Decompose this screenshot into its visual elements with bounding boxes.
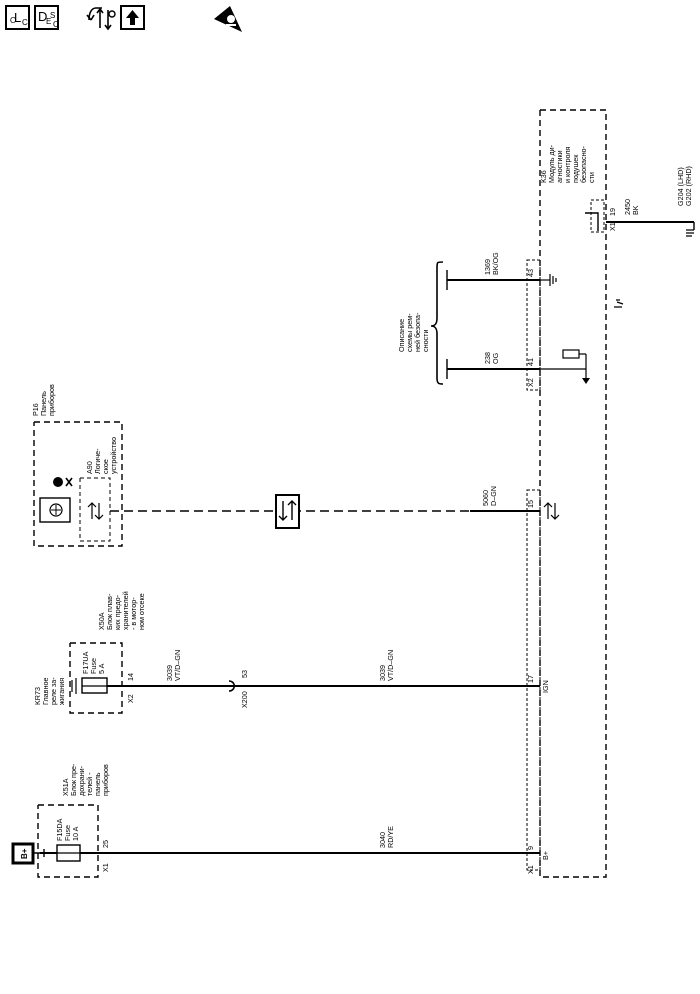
k36-pin-41: 41 bbox=[526, 358, 535, 366]
k36-term-bplus: B+ bbox=[541, 851, 550, 860]
desc-main: D bbox=[38, 9, 48, 24]
relay-kr73-label: KR73 Главное реле за- жигания bbox=[33, 675, 66, 705]
k36-pin-9: 9 bbox=[526, 846, 535, 850]
relay-contact bbox=[71, 678, 77, 694]
p16-label: P16 Панель приборов bbox=[31, 384, 56, 416]
ground-label: G204 (LHD) G202 (RHD) bbox=[676, 165, 693, 206]
x50a-fuse-box bbox=[69, 642, 123, 714]
x200-pin: 53 bbox=[240, 670, 249, 678]
description-view-button[interactable]: D E S C bbox=[34, 5, 59, 30]
a90-label: A90 Логиче- ское устройство bbox=[85, 437, 118, 474]
wire-5060-label: 5060 D–GN bbox=[481, 486, 498, 506]
battery-label: B+ bbox=[20, 848, 29, 859]
k36-conn-x1b: X1 bbox=[608, 222, 617, 231]
toolbar: O L C D E S C bbox=[0, 0, 700, 40]
warning-symbol bbox=[212, 4, 244, 36]
fuse-f15da-label: F15DA Fuse 10 A bbox=[55, 817, 80, 841]
k36-pin-43: 43 bbox=[526, 269, 535, 277]
fuse-f17ua-label: F17UA Fuse 5 A bbox=[81, 650, 106, 674]
loc-sup: O bbox=[10, 16, 17, 25]
location-view-button[interactable]: O L C bbox=[5, 5, 30, 30]
x200-connector-symbol bbox=[228, 680, 236, 692]
k36-conn-x1: X1 bbox=[526, 865, 535, 874]
x51a-conn: X1 bbox=[101, 863, 110, 872]
loc-sub: C bbox=[22, 18, 28, 27]
k36-conn-x2: X2 bbox=[526, 378, 535, 387]
k36-module-outline bbox=[539, 109, 607, 878]
x50a-label: X50A Блок плав- ких предо- хранителей - … bbox=[97, 589, 146, 630]
k36-label: K36 Модуль ди- агностики и контроля поду… bbox=[539, 143, 596, 183]
x200-label: X200 bbox=[240, 691, 249, 708]
x51a-label: X51A Блок пре- дохрани- телей - панель п… bbox=[61, 762, 110, 796]
reference-brace bbox=[430, 261, 444, 385]
k36-pin-15: 15 bbox=[526, 500, 535, 508]
connector-x1-box bbox=[526, 489, 541, 871]
arrow-up-icon bbox=[126, 10, 139, 25]
ground-symbol-internal bbox=[540, 274, 557, 286]
desc-sup: E bbox=[46, 17, 52, 26]
connector-x1b-box bbox=[590, 199, 605, 233]
go-up-button[interactable] bbox=[120, 5, 145, 30]
k36-pin-19: 19 bbox=[608, 208, 617, 216]
x50a-conn: X2 bbox=[126, 694, 135, 703]
desc-sub: S bbox=[50, 11, 56, 20]
wire-3039b-label: 3039 VT/D–GN bbox=[378, 650, 395, 681]
loc-main: L bbox=[14, 10, 22, 25]
squib-resistor-icon bbox=[540, 349, 590, 384]
wire-238-label: 238 OG bbox=[483, 350, 500, 364]
data-bus-icon bbox=[275, 494, 300, 529]
k36-pin-17: 17 bbox=[526, 675, 535, 683]
airbag-warning-icon bbox=[214, 6, 242, 32]
internal-ground-icon bbox=[585, 212, 624, 308]
wire-3040-label: 3040 RD/YE bbox=[378, 826, 395, 848]
desc-sub2: C bbox=[53, 20, 59, 29]
reference-text: Описание схемы рем- ней безопа- сности bbox=[397, 311, 430, 352]
tools-arrows-icon bbox=[86, 7, 116, 31]
diagnostic-tools-button[interactable] bbox=[86, 4, 116, 32]
wire-3039a-label: 3039 VT/D–GN bbox=[165, 650, 182, 681]
k36-term-ign: IGN bbox=[541, 680, 550, 693]
ground-g204-symbol bbox=[686, 222, 695, 237]
wire-1369-label: 1369 BK/OG bbox=[483, 252, 500, 275]
bidirectional-arrows-a90-icon bbox=[87, 502, 104, 520]
bidirectional-arrows-k36-icon bbox=[543, 502, 560, 520]
x50a-pin: 14 bbox=[126, 673, 135, 681]
airbag-indicator-icon bbox=[39, 477, 73, 523]
wire-2450-label: 2450 BK bbox=[623, 197, 640, 215]
a90-logic-box bbox=[79, 477, 111, 542]
p16-panel-box bbox=[33, 421, 123, 547]
connector-x2-box bbox=[526, 259, 541, 391]
x51a-pin: 25 bbox=[101, 840, 110, 848]
